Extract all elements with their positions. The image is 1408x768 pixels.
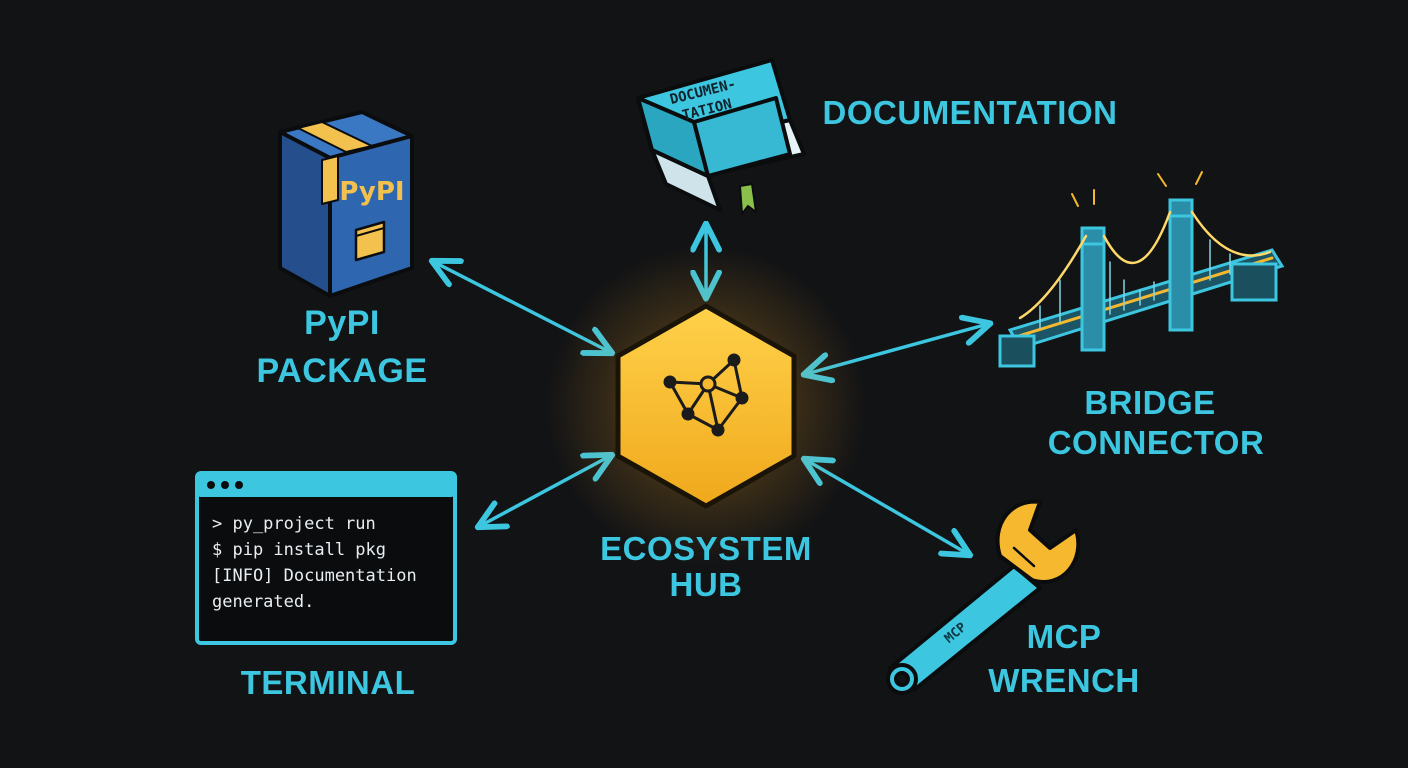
pypi-label-line1: PyPI <box>304 304 380 342</box>
pypi-label-line2: PACKAGE <box>257 352 428 390</box>
book-icon <box>636 58 806 215</box>
window-dot <box>207 481 215 489</box>
pypi-package-node: PyPI PyPI PACKAGE <box>257 110 428 390</box>
package-box-icon <box>278 110 414 298</box>
hub-hexagon <box>615 303 797 509</box>
hub-label-line1: ECOSYSTEM <box>600 530 812 567</box>
documentation-label: DOCUMENTATION <box>823 94 1118 131</box>
terminal-line: [INFO] Documentation <box>212 566 417 586</box>
hub-label-line2: HUB <box>670 566 743 603</box>
terminal-label: TERMINAL <box>241 664 415 701</box>
terminal-line: > py_project run <box>212 514 376 534</box>
pypi-box-text: PyPI <box>339 177 404 207</box>
documentation-node: DOCUMEN- TATION DOCUMENTATION <box>636 58 1118 215</box>
network-graph-icon <box>663 353 749 437</box>
bridge-icon <box>998 171 1285 368</box>
bridge-label-line1: BRIDGE <box>1084 384 1215 421</box>
wrench-label-line1: MCP <box>1027 618 1102 655</box>
terminal-line: $ pip install pkg <box>212 540 386 560</box>
terminal-line: generated. <box>212 592 314 612</box>
bridge-label-line2: CONNECTOR <box>1048 424 1265 461</box>
window-dot <box>221 481 229 489</box>
terminal-window-icon <box>195 471 457 645</box>
window-dot <box>235 481 243 489</box>
ecosystem-hub: ECOSYSTEM HUB <box>546 246 866 603</box>
terminal-node: > py_project run $ pip install pkg [INFO… <box>195 471 457 701</box>
wrench-label-line2: WRENCH <box>988 662 1139 699</box>
bridge-connector-node: BRIDGE CONNECTOR <box>998 171 1285 461</box>
mcp-wrench-node: MCP MCP WRENCH <box>886 499 1139 699</box>
wrench-icon <box>886 499 1081 695</box>
